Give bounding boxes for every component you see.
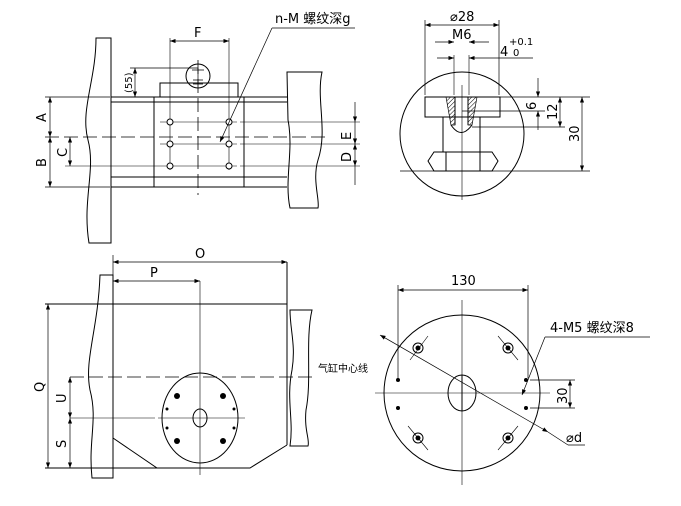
dim-55: (55) <box>124 72 135 93</box>
dim-6: 6 <box>525 102 540 110</box>
side-view: O P Q U S 气缸中心线 <box>33 247 368 479</box>
dim-30: 30 <box>568 125 583 142</box>
thread-note: n-M 螺纹深g <box>275 12 351 27</box>
dim-b: B <box>35 158 50 167</box>
dim-c: C <box>56 148 71 157</box>
tol-lower: 0 <box>513 48 519 59</box>
flange-view: 130 30 4-M5 螺纹深8 ⌀d <box>375 274 650 485</box>
thread-note: 4-M5 螺纹深8 <box>550 321 634 336</box>
dim-a: A <box>35 113 50 122</box>
dim-30: 30 <box>556 387 571 404</box>
body <box>45 38 360 195</box>
dim-e: E <box>340 132 355 140</box>
dia-28: ⌀28 <box>450 10 474 25</box>
cylinder-centerline-label: 气缸中心线 <box>318 362 368 375</box>
left-plate <box>85 37 112 244</box>
detail-view: ⌀28 M6 4 +0.1 0 6 12 30 <box>399 10 590 200</box>
dim-o: O <box>195 247 205 262</box>
dimensions: A B C F (55) E D n-M 螺纹深g <box>35 12 358 188</box>
dim-130: 130 <box>451 274 476 289</box>
slot-4: 4 <box>500 45 508 60</box>
dim-d: D <box>340 152 355 162</box>
right-plate <box>289 309 313 447</box>
dim-12: 12 <box>546 103 561 120</box>
dim-q: Q <box>33 382 48 392</box>
dia-d: ⌀d <box>566 431 582 446</box>
bolt-holes <box>165 393 236 444</box>
dim-s: S <box>55 440 70 448</box>
left-plate <box>88 274 114 479</box>
dim-u: U <box>55 393 70 403</box>
dim-p: P <box>150 266 158 281</box>
tol-upper: +0.1 <box>509 37 533 48</box>
mount-holes <box>166 118 233 170</box>
dim-f: F <box>194 26 201 41</box>
thread-m6: M6 <box>452 28 472 43</box>
top-view: A B C F (55) E D n-M 螺纹深g <box>35 12 360 244</box>
right-plate <box>286 71 323 209</box>
